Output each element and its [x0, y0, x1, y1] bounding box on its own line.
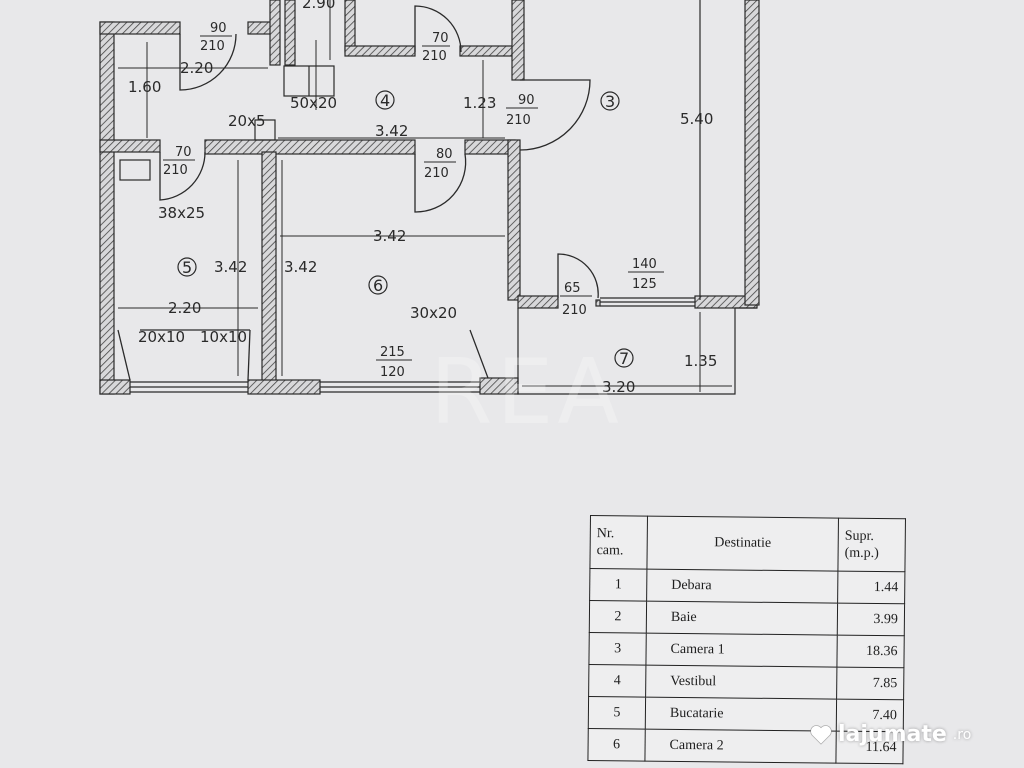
- door-labels: 90 210 70 210 90 210 70 210 80 210 65 21…: [163, 21, 664, 380]
- door-label: 70 210: [163, 145, 195, 178]
- svg-text:210: 210: [422, 49, 447, 64]
- dim-room5-height: 3.42: [214, 258, 247, 276]
- watermark-logo: lajumate .ro: [810, 722, 971, 747]
- dimension-lines: [118, 0, 732, 392]
- cell-nr: 6: [587, 728, 646, 762]
- table-row: 1 Debara 1.44: [589, 568, 905, 604]
- room-marker-6: 6: [368, 275, 388, 295]
- svg-text:3: 3: [605, 92, 615, 111]
- svg-text:210: 210: [506, 113, 531, 128]
- svg-text:7: 7: [619, 349, 629, 368]
- svg-text:90: 90: [518, 93, 535, 108]
- svg-text:210: 210: [562, 303, 587, 318]
- svg-text:80: 80: [436, 147, 453, 162]
- room-marker-5: 5: [177, 257, 197, 277]
- table-header-row: Nr.cam. Destinatie Supr.(m.p.): [589, 515, 906, 572]
- dimension-labels: 2.20 1.60 3.42 1.23 5.40 3.42 3.42 3.42 …: [128, 0, 717, 396]
- heart-icon: [810, 724, 832, 745]
- cell-nr: 5: [588, 696, 646, 730]
- shafts: [119, 65, 335, 181]
- door-swings: [117, 5, 599, 381]
- dim-room7-width: 3.20: [602, 378, 635, 396]
- svg-text:210: 210: [424, 166, 449, 181]
- cell-destinatie: Camera 2: [644, 729, 837, 764]
- watermark-tld: .ro: [952, 726, 972, 743]
- element-labels: 50x20 20x5 38x25 30x20 20x10 10x10: [138, 94, 457, 346]
- dim-top-left-height: 1.60: [128, 78, 161, 96]
- room-markers: 3 4 5 6 7: [177, 90, 634, 368]
- cell-nr: 3: [588, 632, 647, 666]
- cell-destinatie: Baie: [646, 601, 838, 636]
- table-row: 3 Camera 1 18.36: [588, 632, 905, 668]
- header-suprafata: Supr.(m.p.): [837, 518, 906, 572]
- dim-room6-height: 3.42: [284, 258, 317, 276]
- svg-text:210: 210: [200, 39, 225, 54]
- svg-text:215: 215: [380, 345, 405, 360]
- cell-destinatie: Bucatarie: [645, 697, 837, 732]
- dim-room6-width: 3.42: [373, 227, 406, 245]
- svg-text:5: 5: [182, 258, 192, 277]
- cell-nr: 4: [588, 664, 646, 698]
- svg-text:4: 4: [380, 91, 390, 110]
- table-row: 2 Baie 3.99: [589, 600, 905, 636]
- dim-top-left-width: 2.20: [180, 59, 213, 77]
- svg-text:6: 6: [373, 276, 383, 295]
- door-label: 90 210: [506, 93, 538, 128]
- dim-room3-height: 5.40: [680, 110, 713, 128]
- header-nr: Nr.cam.: [589, 515, 648, 570]
- cell-suprafata: 1.44: [837, 571, 905, 604]
- svg-text:70: 70: [432, 31, 449, 46]
- label-shaft-10x10: 10x10: [200, 328, 247, 346]
- svg-text:210: 210: [163, 163, 188, 178]
- svg-text:125: 125: [632, 277, 657, 292]
- door-label: 80 210: [424, 147, 456, 181]
- cell-destinatie: Debara: [646, 569, 838, 604]
- cell-destinatie: Camera 1: [645, 633, 838, 668]
- svg-text:120: 120: [380, 365, 405, 380]
- cell-suprafata: 7.85: [836, 667, 904, 700]
- svg-text:90: 90: [210, 21, 227, 36]
- walls: [99, 0, 760, 395]
- dim-room7-height: 1.35: [684, 352, 717, 370]
- svg-text:65: 65: [564, 281, 581, 296]
- door-label: 70 210: [422, 31, 450, 64]
- dim-vestibul-right: 1.23: [463, 94, 496, 112]
- cell-suprafata: 18.36: [836, 635, 905, 668]
- dim-room5-width: 2.20: [168, 299, 201, 317]
- door-label: 90 210: [200, 21, 232, 54]
- cell-nr: 2: [589, 600, 647, 634]
- cell-destinatie: Vestibul: [645, 665, 837, 700]
- door-label: 215 120: [376, 345, 412, 380]
- room-marker-7: 7: [614, 348, 634, 368]
- door-label: 65 210: [560, 281, 592, 318]
- room-marker-3: 3: [600, 91, 620, 111]
- windows: [130, 0, 757, 395]
- label-shaft-50x20: 50x20: [290, 94, 337, 112]
- door-label: 140 125: [628, 257, 664, 292]
- cell-suprafata: 3.99: [837, 603, 905, 636]
- watermark-faint: REA: [430, 340, 623, 445]
- svg-text:140: 140: [632, 257, 657, 272]
- label-shaft-38x25: 38x25: [158, 204, 205, 222]
- label-shaft-20x5: 20x5: [228, 112, 266, 130]
- label-shaft-30x20: 30x20: [410, 304, 457, 322]
- dim-vestibul-width: 3.42: [375, 122, 408, 140]
- table-row: 4 Vestibul 7.85: [588, 664, 904, 700]
- svg-text:70: 70: [175, 145, 192, 160]
- dim-partial-top: 2.90: [302, 0, 335, 12]
- header-destinatie: Destinatie: [646, 516, 839, 572]
- label-shaft-20x10: 20x10: [138, 328, 185, 346]
- cell-nr: 1: [589, 568, 647, 602]
- room-marker-4: 4: [375, 90, 395, 110]
- watermark-brand: lajumate: [838, 722, 947, 747]
